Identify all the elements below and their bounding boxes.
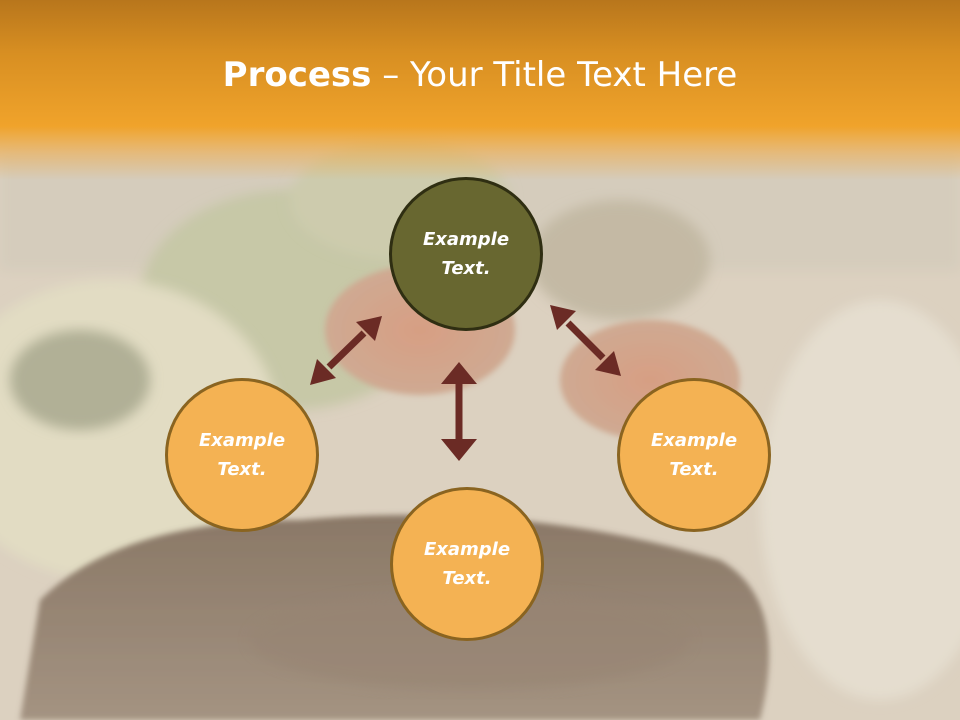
arrow-top-left	[310, 316, 382, 385]
node-bottom-line1: Example	[423, 539, 511, 560]
title-bold-text: Process	[222, 55, 372, 95]
process-node-left[interactable]: Example Text.	[165, 378, 319, 532]
header-band	[0, 0, 960, 180]
node-right-line2: Text.	[669, 459, 719, 480]
node-left-label: Example Text.	[182, 426, 302, 484]
node-bottom-label: Example Text.	[407, 535, 527, 593]
node-top-label: Example Text.	[406, 225, 526, 283]
title-separator: –	[371, 55, 411, 95]
arrow-top-right	[550, 305, 621, 376]
node-top-line1: Example	[422, 229, 510, 250]
node-right-line1: Example	[650, 430, 738, 451]
process-node-right[interactable]: Example Text.	[617, 378, 771, 532]
node-bottom-line2: Text.	[442, 568, 492, 589]
process-node-top[interactable]: Example Text.	[389, 177, 543, 331]
node-right-label: Example Text.	[634, 426, 754, 484]
node-left-line2: Text.	[217, 459, 267, 480]
node-top-line2: Text.	[441, 258, 491, 279]
title-rest-text: Your Title Text Here	[410, 55, 738, 95]
node-left-line1: Example	[198, 430, 286, 451]
slide-title: Process – Your Title Text Here	[0, 52, 960, 98]
arrow-top-bottom	[441, 362, 477, 461]
process-node-bottom[interactable]: Example Text.	[390, 487, 544, 641]
rice-shape	[760, 300, 960, 700]
